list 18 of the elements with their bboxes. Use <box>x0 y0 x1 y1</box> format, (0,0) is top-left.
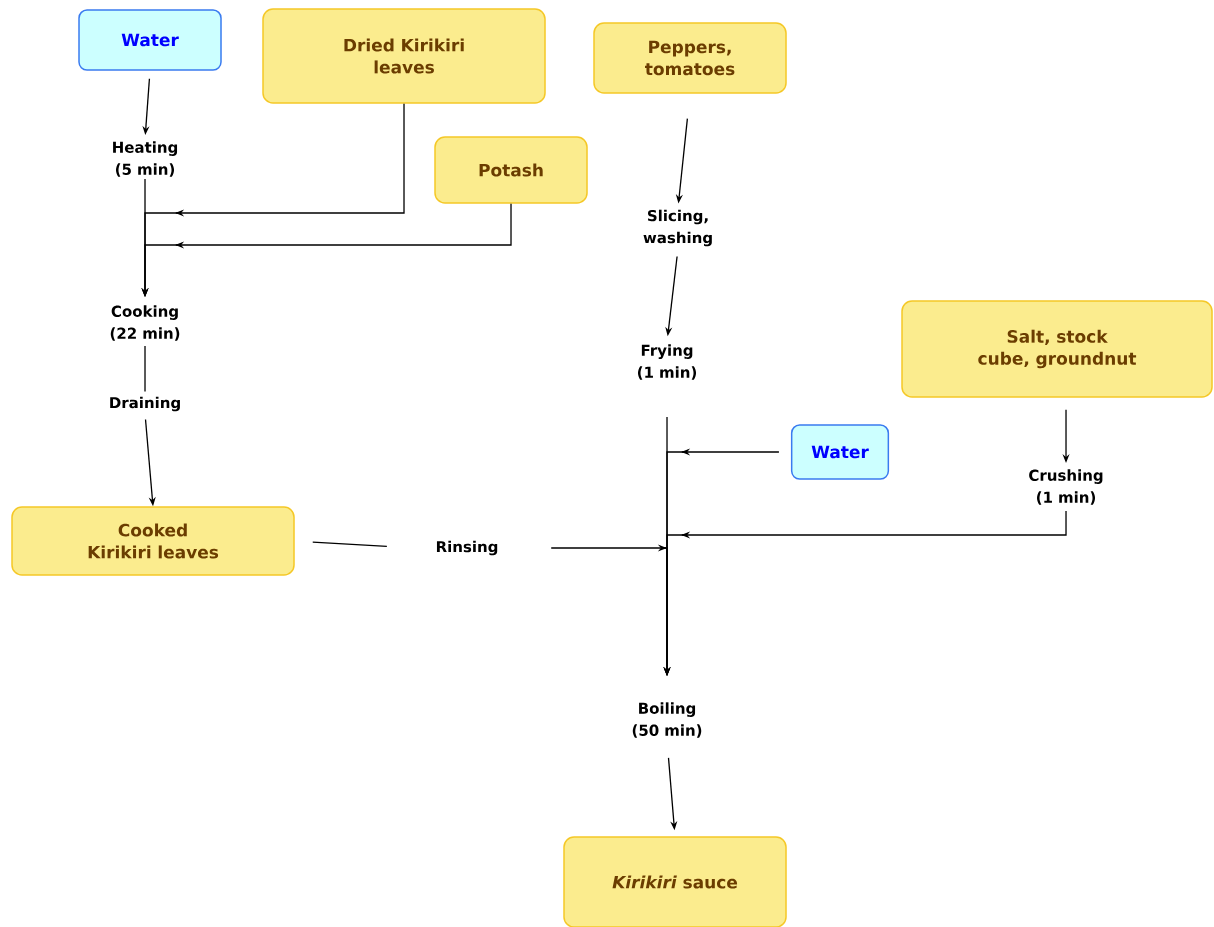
process-box: Cooked Kirikiri leaves <box>11 506 295 576</box>
step-label: Boiling (50 min) <box>632 702 702 738</box>
step-label: Cooking (22 min) <box>110 305 180 341</box>
process-box: Peppers, tomatoes <box>593 22 787 94</box>
step-label: Frying (1 min) <box>638 344 696 380</box>
process-box: Kirikiri sauce <box>563 836 787 927</box>
step-label: Rinsing <box>436 540 498 556</box>
process-box: Salt, stock cube, groundnut <box>901 300 1213 398</box>
input-box: Water <box>790 424 890 480</box>
step-label: Draining <box>110 396 180 412</box>
process-box: Potash <box>434 136 588 204</box>
input-box: Water <box>78 9 222 71</box>
connector-line <box>144 345 146 393</box>
step-label: Slicing, washing <box>643 209 712 247</box>
process-box: Dried Kirikiri leaves <box>262 8 546 104</box>
step-label: Heating (5 min) <box>113 141 178 177</box>
connector-line <box>312 541 388 548</box>
step-label: Crushing (1 min) <box>1029 469 1103 505</box>
